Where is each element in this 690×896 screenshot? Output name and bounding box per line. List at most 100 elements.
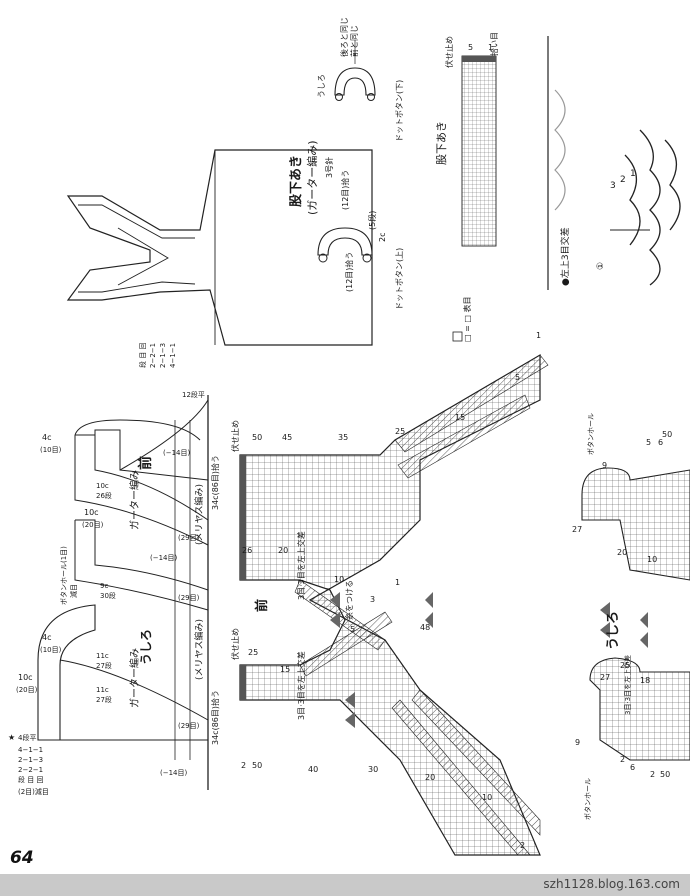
cnt-5: 5 (515, 373, 520, 382)
row-2: 2 (241, 761, 246, 770)
crotch-pick-up: 拾い目 (489, 32, 499, 56)
crotch-bind-off: 伏せ止め (444, 36, 454, 68)
cnt-1: 1 (536, 331, 541, 340)
side-12: 12段平 (182, 390, 205, 399)
cnt-45: 45 (282, 433, 292, 442)
cable-num-2: 2 (620, 175, 626, 185)
dim-27r: 27段 (96, 695, 112, 704)
cable-title: ●左上3目交差 (559, 227, 571, 286)
cnt-50: 50 (252, 433, 262, 442)
back-n20: 20 (617, 548, 627, 557)
front-label: 前 (254, 599, 270, 612)
footer-bar: szh1128.blog.163.com (0, 874, 690, 896)
dec-14c: (−14目) (160, 769, 188, 777)
dim-11c-b: 11c (96, 652, 109, 660)
cable-num-3: 3 (610, 181, 616, 191)
side-seq1-b: 4−1−1 (18, 746, 43, 754)
dim-10c-b: 10c (18, 673, 33, 682)
dim-27r-b: 27段 (96, 661, 112, 670)
side-seq4: 段 目 回 (138, 343, 147, 368)
overview-back: うしろ (317, 74, 326, 98)
row-10: 10 (334, 575, 344, 584)
back-n6: 6 (658, 438, 663, 447)
back-n9: 9 (602, 461, 607, 470)
front-bindoff-bottom: 伏せ止め (230, 628, 240, 660)
back-buttonhole-b: ボタンホール (583, 778, 592, 820)
schematic-width-front: 34c(86目)拾う (210, 455, 220, 510)
overview-subtitle: (ガーター編み) (305, 140, 319, 215)
row-20: 20 (278, 546, 288, 555)
overview-needle: 3号針 (324, 157, 334, 178)
row-26: 26 (242, 546, 252, 555)
cnt-25b: 25 (248, 648, 258, 657)
page-number: 64 (10, 848, 34, 868)
overview-title: 股下あき (289, 155, 304, 207)
back-n18: 18 (640, 676, 650, 685)
rows-29a: (29目) (178, 534, 200, 542)
cnt-15b: 15 (280, 665, 290, 674)
side-seq1: 4−1−1 (169, 343, 177, 368)
rows-29b: (29目) (178, 594, 200, 602)
back-n27: 27 (572, 525, 582, 534)
row-40: 40 (308, 765, 318, 774)
front-legend: □ = □ 表目 (462, 297, 472, 342)
dim-9c: 9c (100, 582, 108, 590)
crotch-title: 股下あき (435, 121, 448, 165)
crotch-chart: 伏せ止め 拾い目 5 1 股下あき (435, 32, 549, 290)
dim-20m: (20目) (82, 521, 104, 529)
cable-num-1: 1 (630, 169, 636, 179)
cnt-15: 15 (455, 413, 465, 422)
star-mark: ★ (8, 733, 15, 742)
row-48: 48 (420, 623, 430, 632)
schematic-garter: ガーター編み (128, 470, 141, 530)
dim-4c: 4c (42, 433, 52, 442)
row-10b: 10 (482, 793, 492, 802)
back-n27b: 27 (600, 673, 610, 682)
footer-url[interactable]: szh1128.blog.163.com (543, 877, 680, 891)
front-cable-note-b: 3目·3目を左上交差 (296, 651, 306, 720)
back-cable-note: 3目·3目を左上交差 (623, 655, 632, 715)
overview-button-top: ドットボタン(上) (395, 248, 404, 310)
cnt-5b: 5 (350, 625, 355, 634)
schematic-front: 前 (137, 456, 154, 470)
dim-11c: 11c (96, 686, 109, 694)
back-n2: 2 (620, 755, 625, 764)
schematic: 前 うしろ ガーター編み ガーター編み (メリヤス編み) (メリヤス編み) 34… (8, 343, 220, 796)
decrease-note: 減目 (69, 584, 78, 598)
row-1: 1 (395, 578, 400, 587)
schematic-stockinette: (メリヤス編み) (193, 484, 205, 545)
back-n2b: 2 (650, 770, 655, 779)
dim-10c: 10c (84, 508, 99, 517)
overview-same-front: 前と同じ (349, 25, 359, 57)
dim-20m-b: (20目) (16, 686, 38, 694)
overview-same-back: 後ろと同じ (339, 17, 349, 57)
overview-pickup: (12目)拾う (340, 170, 350, 210)
overview-button-bottom: ドットボタン(下) (395, 80, 404, 142)
row-30: 30 (368, 765, 378, 774)
back-n25: 25 (620, 661, 630, 670)
back-n6b: 6 (630, 763, 635, 772)
dim-26r: 26段 (96, 491, 112, 500)
back-n50b: 50 (660, 770, 670, 779)
side-seq2-b: 2−1−3 (18, 756, 43, 764)
side-seq3: 2−2−1 (149, 343, 157, 368)
dim-4c-b: 4c (42, 633, 52, 642)
back-n5: 5 (646, 438, 651, 447)
cnt-25: 25 (395, 427, 405, 436)
crotch-mark-5: 5 (468, 43, 473, 52)
overview-dim-2c: 2c (378, 233, 387, 243)
cable-illustration: ●左上3目交差 ① 3 2 1 (554, 89, 681, 286)
dim-10m: (10目) (40, 446, 62, 454)
cnt-35: 35 (338, 433, 348, 442)
back-n9b: 9 (575, 738, 580, 747)
garment-overview: 股下あき (ガーター編み) 3号針 (12目)拾う 2c (5段) (12目)拾… (66, 17, 404, 346)
cable-step: ① (596, 262, 606, 270)
front-thread-note: 糸をつける (344, 580, 354, 620)
back-n50: 50 (662, 430, 672, 439)
row-2b: 2 (520, 841, 525, 850)
star-note: 4段平 (18, 733, 36, 742)
side-seq2: 2−1−3 (159, 343, 167, 368)
overview-dim-5r: (5段) (367, 211, 377, 230)
